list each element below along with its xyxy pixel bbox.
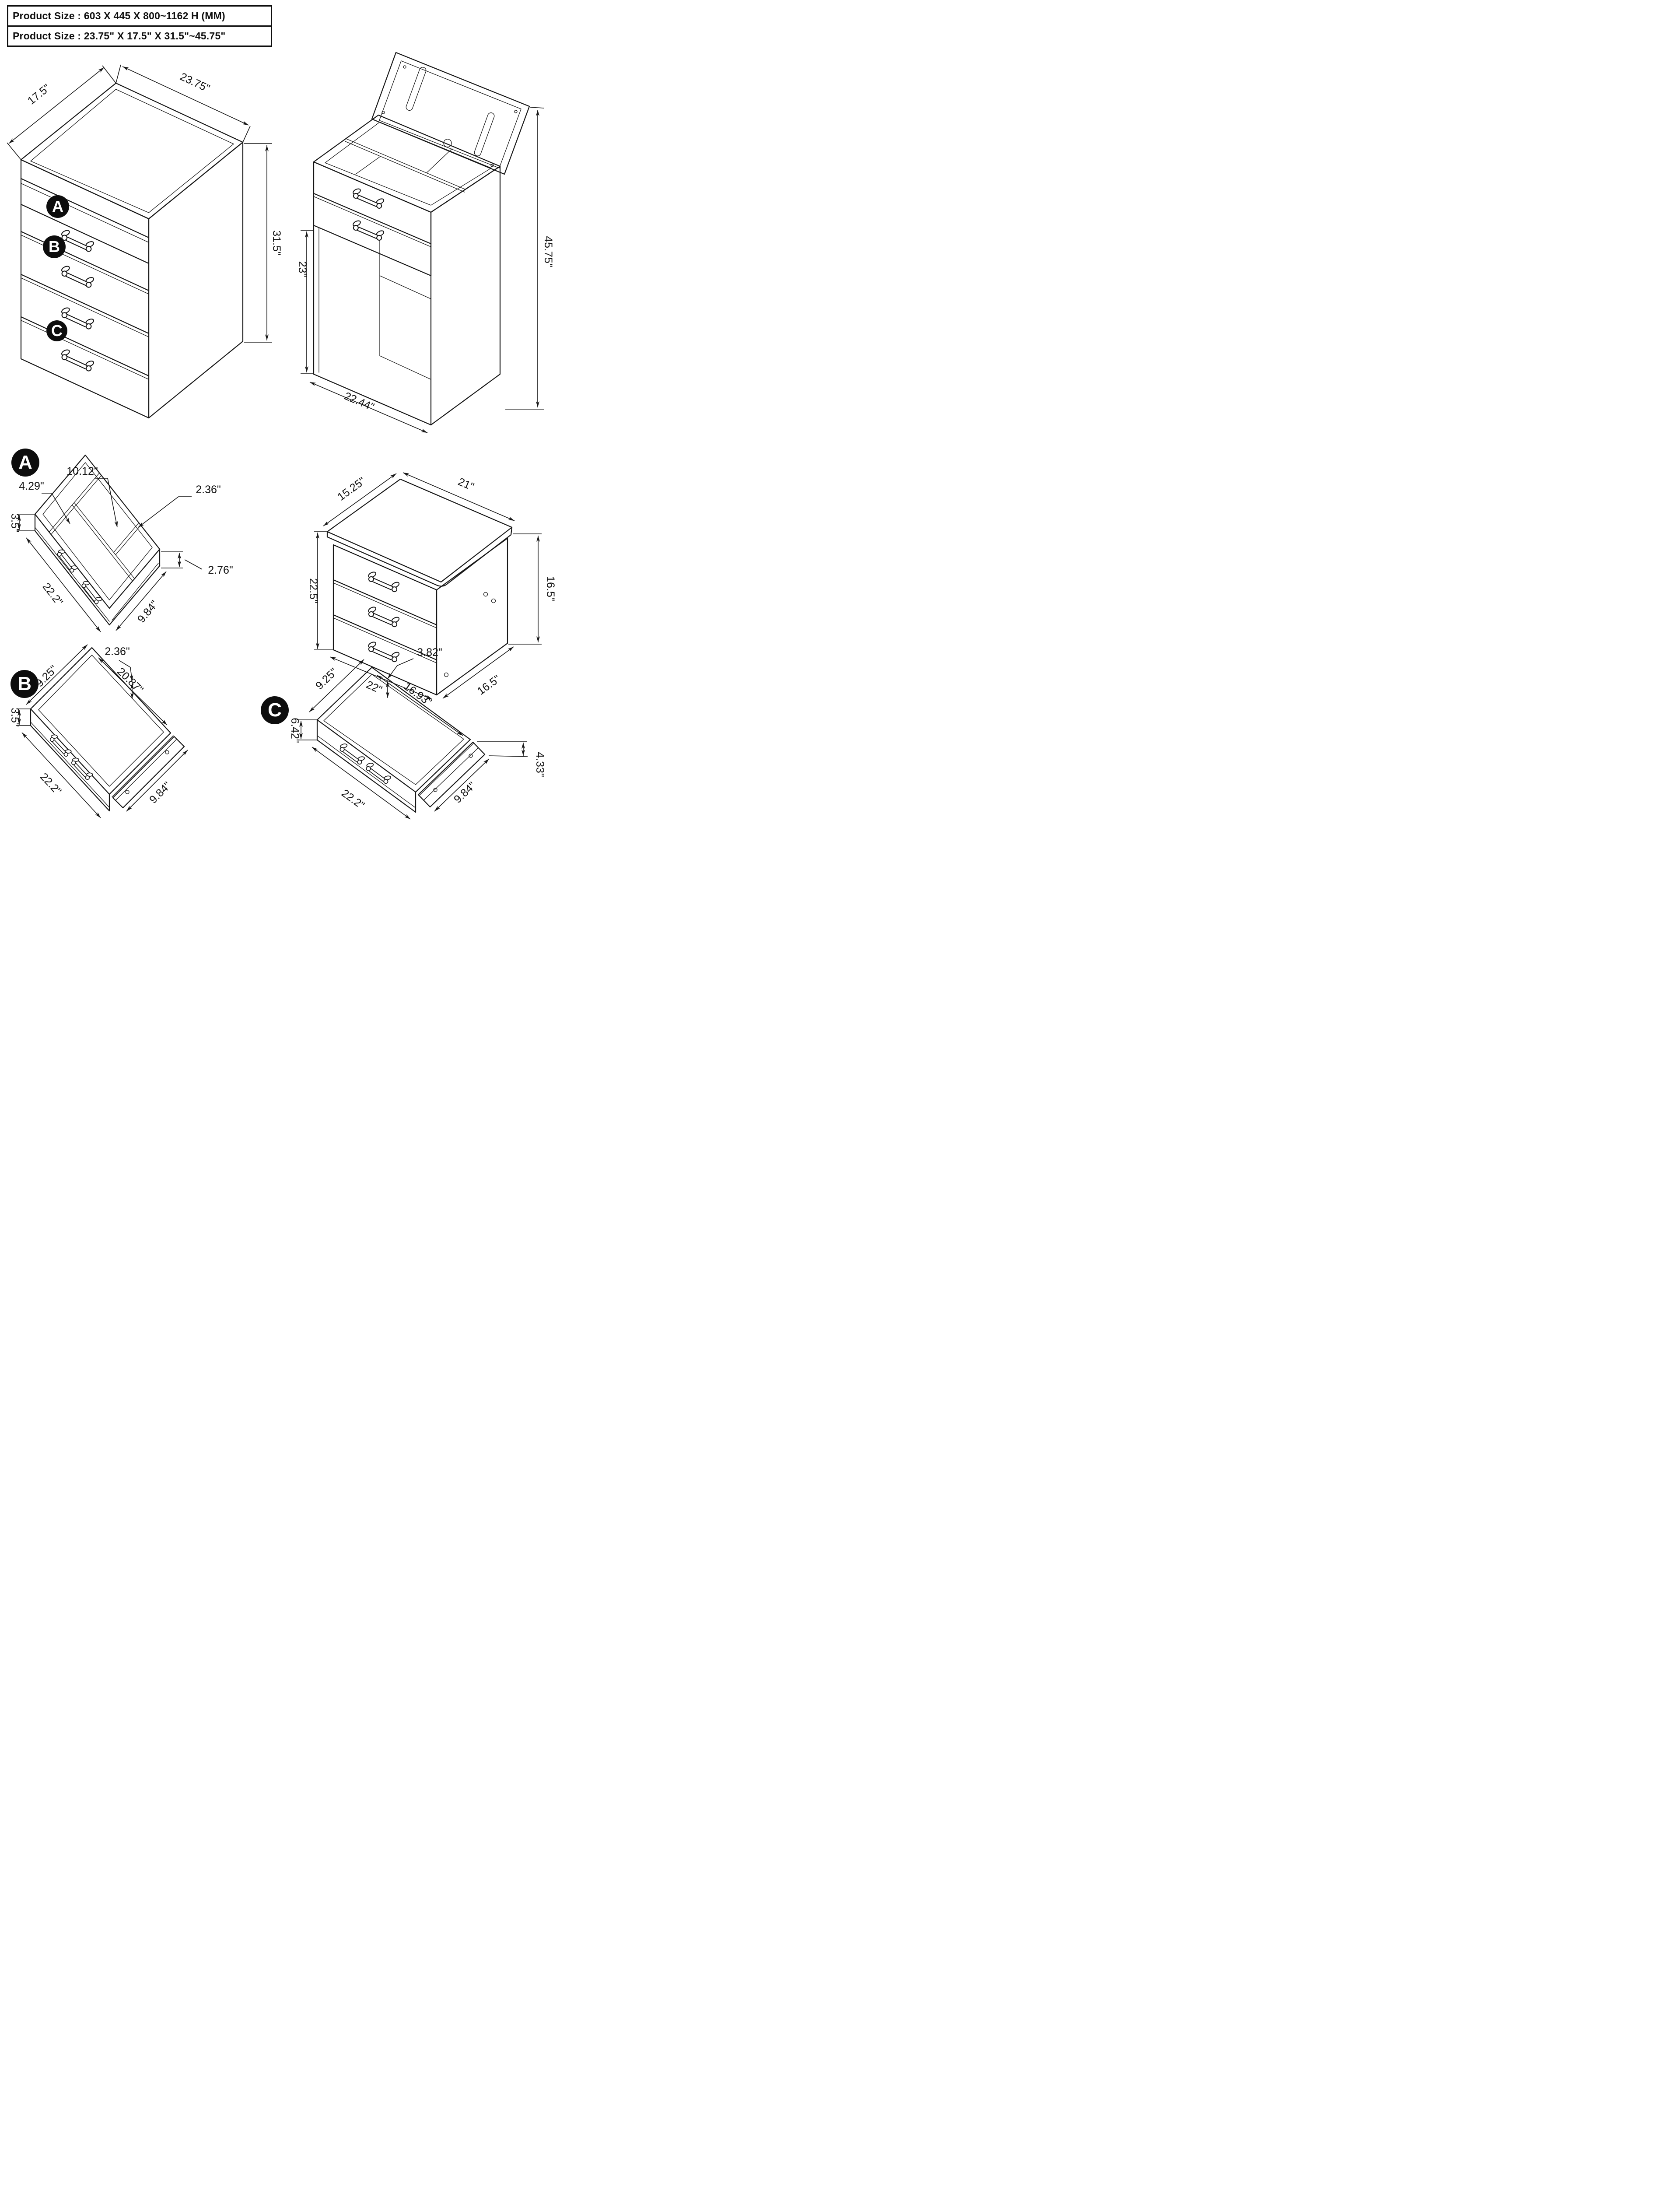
detail-a-letter: A <box>18 452 32 473</box>
open-vanity-drawing: 23" 22.44" 45.75" <box>296 52 554 433</box>
marker-a-badge <box>46 195 69 218</box>
open-vanity-dim-lines <box>301 107 544 433</box>
open-lid <box>371 52 530 175</box>
dim-depth-label: 9.84" <box>147 779 173 806</box>
spec-sheet: Product Size : 603 X 445 X 800~1162 H (M… <box>0 0 560 823</box>
dim-knee-height-label: 23" <box>296 261 308 277</box>
marker-b-letter: B <box>49 238 60 256</box>
dim-wall-height-label: 6.42" <box>289 718 301 743</box>
dim-inner-length-label: 20.87" <box>115 665 146 696</box>
drawer-handle-icon <box>365 603 402 628</box>
open-vanity-body <box>313 114 501 426</box>
detail-a-dim-lines <box>17 478 203 632</box>
dim-top-width-label: 21" <box>456 476 476 493</box>
detail-c-badge <box>261 696 289 724</box>
marker-a-letter: A <box>52 197 63 215</box>
marker-c-badge <box>46 320 67 341</box>
dim-left-section-label: 4.29" <box>19 480 44 492</box>
drawer-b-handles <box>47 731 95 782</box>
dim-depth-label: 9.84" <box>452 779 478 806</box>
dim-front-height-label: 22.5" <box>307 578 319 603</box>
detail-b-dim-lines <box>16 644 188 818</box>
dim-side-height-label: 16.5" <box>544 576 556 601</box>
drawer-handle-icon <box>58 346 96 373</box>
detail-c-letter: C <box>268 699 282 721</box>
dim-mid-section-label: 10.12" <box>66 465 98 477</box>
detail-a-badge <box>11 449 39 477</box>
dim-length-label: 22.2" <box>38 771 64 797</box>
dim-divider-height-label: 3.82" <box>417 646 442 659</box>
dim-divider-height-label: 2.36" <box>105 645 130 658</box>
dim-bottom-width-label: 22.44" <box>343 390 376 414</box>
closed-vanity-markers: A B C <box>43 195 69 341</box>
dim-end-width-label: 9.25" <box>313 666 340 692</box>
product-size-mm: Product Size : 603 X 445 X 800~1162 H (M… <box>8 7 271 27</box>
tray-handles <box>55 546 104 606</box>
dim-depth-label: 9.84" <box>135 598 161 625</box>
dim-length-label: 22.2" <box>339 787 367 811</box>
drawer-handle-icon <box>350 185 386 210</box>
dim-top-depth-label: 15.25" <box>335 475 368 503</box>
lid-slot <box>474 112 495 156</box>
dim-depth-label: 17.5" <box>25 82 52 107</box>
detail-c-drawing: C <box>261 646 546 820</box>
marker-c-letter: C <box>51 322 63 340</box>
drawer-handle-icon <box>365 568 402 593</box>
dim-wall-height-label: 3.5" <box>9 513 21 533</box>
product-size-panel: Product Size : 603 X 445 X 800~1162 H (M… <box>7 5 272 47</box>
drawer-handle-icon <box>55 546 80 574</box>
closed-vanity-outline <box>20 82 244 419</box>
drawer-handle-icon <box>350 217 386 242</box>
detail-a-drawing: A <box>9 449 233 632</box>
detail-c-dim-lines <box>297 658 528 820</box>
closed-vanity-drawing: A B C 17.5" 23.75" 31.5" <box>7 64 283 419</box>
dim-wall-height-label: 3.5" <box>9 708 21 727</box>
detail-b-letter: B <box>18 673 32 694</box>
closed-vanity-dim-lines <box>7 64 272 343</box>
dim-width-label: 23.75" <box>178 70 212 95</box>
detail-b-drawing: B 2.36" <box>9 644 188 818</box>
dim-divider-height-label: 2.36" <box>196 484 221 496</box>
dim-height-label: 31.5" <box>270 230 283 256</box>
dim-length-label: 22.2" <box>40 581 65 608</box>
marker-b-badge <box>43 235 66 258</box>
lid-hole <box>443 139 452 147</box>
dim-front-height-label: 4.33" <box>534 752 546 777</box>
product-size-inches: Product Size : 23.75" X 17.5" X 31.5"~45… <box>13 30 226 42</box>
dim-total-height-label: 45.75" <box>542 236 554 267</box>
lid-slot <box>406 67 427 111</box>
dim-front-height-label: 2.76" <box>208 564 233 576</box>
open-vanity-handles <box>350 185 386 242</box>
